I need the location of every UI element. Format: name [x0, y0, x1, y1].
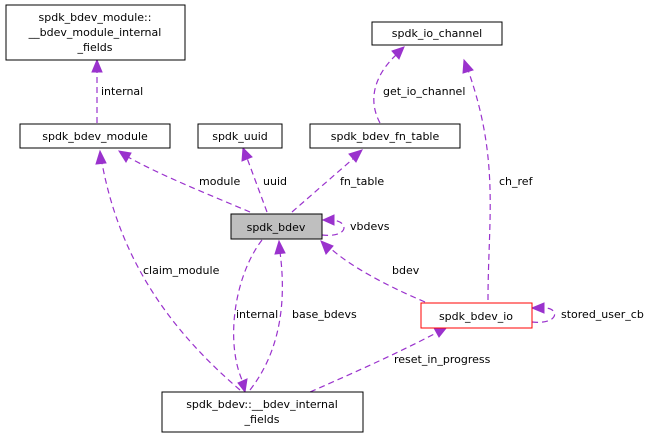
node-bdev-module-internal-fields[interactable]: spdk_bdev_module:: __bdev_module_interna… — [5, 4, 186, 61]
edge-label-get-io-channel: get_io_channel — [383, 85, 465, 98]
edge-uuid — [241, 146, 268, 213]
edge-label-uuid: uuid — [263, 175, 287, 188]
edge-ch-ref — [462, 58, 491, 301]
node-spdk-uuid[interactable]: spdk_uuid — [197, 123, 283, 149]
edge-label-vbdevs: vbdevs — [350, 220, 390, 233]
edge-get-io-channel — [373, 46, 405, 124]
edge-label-internal-top: internal — [101, 85, 143, 98]
edge-internal-mid — [233, 239, 263, 394]
node-spdk-bdev[interactable]: spdk_bdev — [230, 213, 323, 240]
node-label-line: spdk_uuid — [212, 130, 268, 143]
edge-label-ch-ref: ch_ref — [499, 175, 534, 188]
edge-label-base-bdevs: base_bdevs — [292, 308, 357, 321]
edge-claim-module — [95, 149, 241, 391]
node-label-line: spdk_bdev::__bdev_internal — [186, 398, 338, 411]
node-label-line: spdk_bdev_module — [42, 130, 148, 143]
node-label-line: spdk_bdev — [247, 221, 306, 234]
edge-label-module: module — [199, 175, 240, 188]
edge-label-claim-module: claim_module — [143, 264, 220, 277]
node-spdk-io-channel[interactable]: spdk_io_channel — [371, 21, 503, 46]
edge-bdev — [320, 240, 426, 303]
node-bdev-internal-fields[interactable]: spdk_bdev::__bdev_internal _fields — [161, 391, 364, 433]
node-label-line: _fields — [244, 413, 280, 426]
edge-label-internal-mid: internal — [236, 308, 278, 321]
node-spdk-bdev-module[interactable]: spdk_bdev_module — [19, 123, 171, 149]
node-spdk-bdev-fn-table[interactable]: spdk_bdev_fn_table — [309, 123, 461, 149]
node-label-line: spdk_bdev_fn_table — [331, 130, 440, 143]
node-label-line: spdk_io_channel — [392, 27, 482, 40]
node-label-line: _fields — [77, 41, 113, 54]
edge-vbdevs — [321, 214, 345, 236]
node-label-line: spdk_bdev_module:: — [39, 11, 152, 24]
edge-fn-table — [291, 149, 363, 213]
node-label-line: spdk_bdev_io — [439, 310, 513, 323]
node-label-line: __bdev_module_internal — [28, 26, 162, 39]
edge-label-stored-user-cb: stored_user_cb — [561, 308, 644, 321]
edge-label-reset-in-progress: reset_in_progress — [394, 353, 491, 366]
edge-base-bdevs — [249, 239, 286, 391]
edge-label-fn-table: fn_table — [340, 175, 384, 188]
edge-label-bdev: bdev — [392, 264, 420, 277]
edge-stored-user-cb — [530, 302, 555, 323]
edge-module — [117, 150, 251, 213]
edge-internal-top — [91, 58, 103, 123]
node-spdk-bdev-io[interactable]: spdk_bdev_io — [420, 302, 533, 329]
